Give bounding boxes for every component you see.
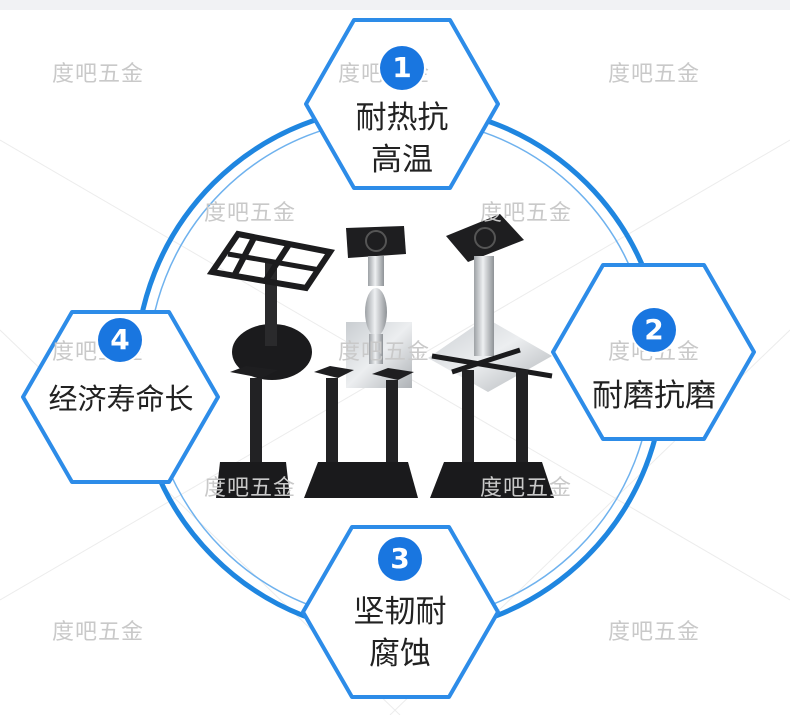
table-base-rectangle-double — [304, 366, 418, 498]
feature-3-label: 坚韧耐 腐蚀 — [324, 592, 476, 676]
watermark: 度吧五金 — [608, 62, 701, 87]
feature-1-line-2: 高温 — [371, 141, 433, 178]
watermark: 度吧五金 — [608, 620, 701, 645]
table-base-square-small — [216, 366, 290, 498]
feature-3-number-badge: 3 — [378, 537, 422, 581]
table-base-black-frame — [206, 230, 335, 380]
feature-1-number-badge: 1 — [380, 46, 424, 90]
top-strip — [0, 0, 790, 10]
feature-1-line-1: 耐热抗 — [355, 100, 449, 136]
feature-3-line-1: 坚韧耐 — [353, 594, 447, 630]
watermark: 度吧五金 — [204, 201, 297, 226]
watermark: 度吧五金 — [204, 476, 297, 501]
feature-2-label: 耐磨抗磨 — [592, 378, 716, 414]
table-base-chrome-column — [346, 226, 412, 388]
feature-4-label: 经济寿命长 — [48, 382, 194, 416]
watermark: 度吧五金 — [338, 340, 431, 365]
table-base-stainless-column — [428, 214, 553, 392]
feature-3-line-2: 腐蚀 — [369, 635, 431, 672]
feature-1-label: 耐热抗 高温 — [326, 98, 478, 182]
feature-2-number-badge: 2 — [632, 308, 676, 352]
feature-4-number-badge: 4 — [98, 318, 142, 362]
watermark: 度吧五金 — [480, 476, 573, 501]
table-base-rectangle-large — [430, 370, 554, 498]
watermark: 度吧五金 — [52, 620, 145, 645]
watermark: 度吧五金 — [52, 62, 145, 87]
watermark: 度吧五金 — [480, 201, 573, 226]
feature-hexagons — [21, 18, 756, 699]
